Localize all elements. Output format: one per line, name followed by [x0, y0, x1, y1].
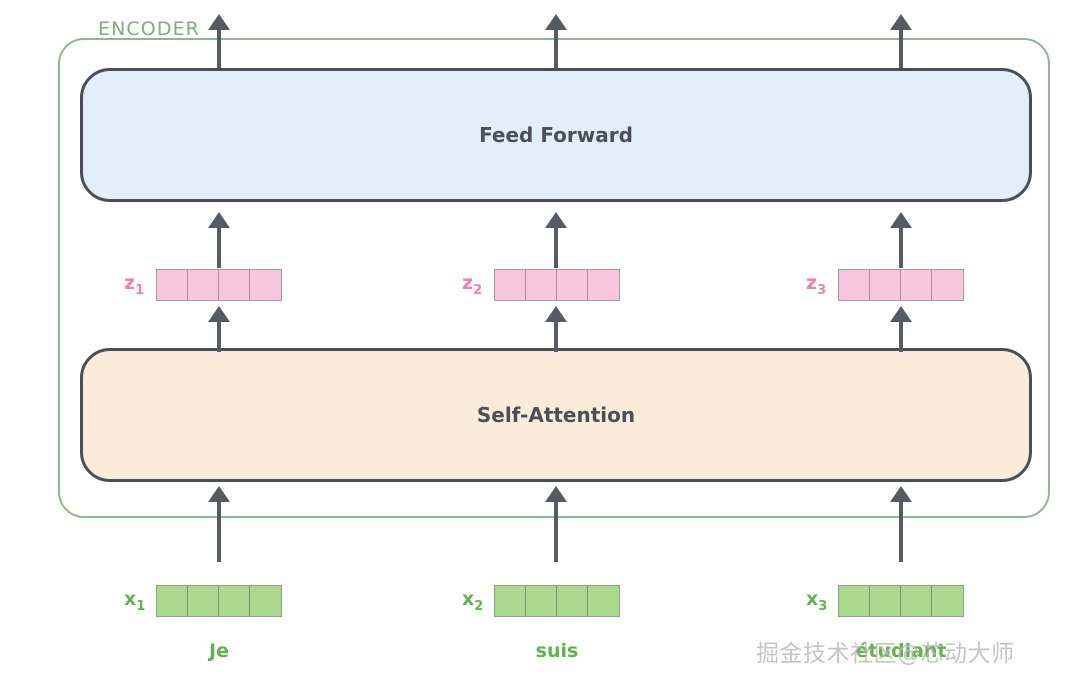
arrow-x2-to-self-attention — [545, 486, 567, 562]
word-label-3: étudiant — [855, 640, 947, 662]
x1-vector — [156, 585, 282, 617]
z1-vector — [156, 269, 282, 301]
x2-label: x2 — [462, 588, 484, 614]
z2-label: z2 — [462, 272, 483, 298]
vector-cell — [839, 270, 870, 300]
vector-cell — [250, 270, 281, 300]
vector-cell — [839, 586, 870, 616]
x3-vector — [838, 585, 964, 617]
vector-cell — [901, 586, 932, 616]
feed-forward-block: Feed Forward — [80, 68, 1032, 202]
z3-vector — [838, 269, 964, 301]
arrow-x1-to-self-attention — [208, 486, 230, 562]
vector-cell — [588, 586, 619, 616]
feed-forward-label: Feed Forward — [479, 123, 633, 147]
x3-label: x3 — [806, 588, 828, 614]
arrow-z2-to-feed-forward — [545, 212, 567, 268]
arrow-z1-to-feed-forward — [208, 212, 230, 268]
vector-cell — [557, 270, 588, 300]
vector-cell — [188, 586, 219, 616]
vector-cell — [495, 270, 526, 300]
vector-cell — [157, 270, 188, 300]
vector-cell — [901, 270, 932, 300]
vector-cell — [188, 270, 219, 300]
vector-cell — [526, 586, 557, 616]
vector-cell — [870, 586, 901, 616]
vector-cell — [250, 586, 281, 616]
arrow-self-attention-to-z1 — [208, 306, 230, 352]
vector-cell — [588, 270, 619, 300]
vector-cell — [219, 586, 250, 616]
word-label-2: suis — [535, 640, 579, 662]
arrow-self-attention-to-z2 — [545, 306, 567, 352]
watermark-text: 掘金技术社区@芯动大师 — [756, 641, 1015, 667]
arrow-self-attention-to-z3 — [890, 306, 912, 352]
self-attention-block: Self-Attention — [80, 348, 1032, 482]
arrow-encoder-output-1 — [208, 14, 230, 68]
vector-cell — [870, 270, 901, 300]
vector-cell — [932, 270, 963, 300]
z1-label: z1 — [124, 272, 145, 298]
vector-cell — [557, 586, 588, 616]
vector-cell — [526, 270, 557, 300]
vector-cell — [219, 270, 250, 300]
word-label-1: Je — [209, 640, 229, 662]
arrow-z3-to-feed-forward — [890, 212, 912, 268]
vector-cell — [157, 586, 188, 616]
self-attention-label: Self-Attention — [476, 403, 636, 427]
arrow-encoder-output-3 — [890, 14, 912, 68]
arrow-x3-to-self-attention — [890, 486, 912, 562]
z2-vector — [494, 269, 620, 301]
arrow-encoder-output-2 — [545, 14, 567, 68]
vector-cell — [932, 586, 963, 616]
x1-label: x1 — [124, 588, 146, 614]
x2-vector — [494, 585, 620, 617]
encoder-label: ENCODER — [98, 18, 200, 40]
z3-label: z3 — [806, 272, 827, 298]
vector-cell — [495, 586, 526, 616]
